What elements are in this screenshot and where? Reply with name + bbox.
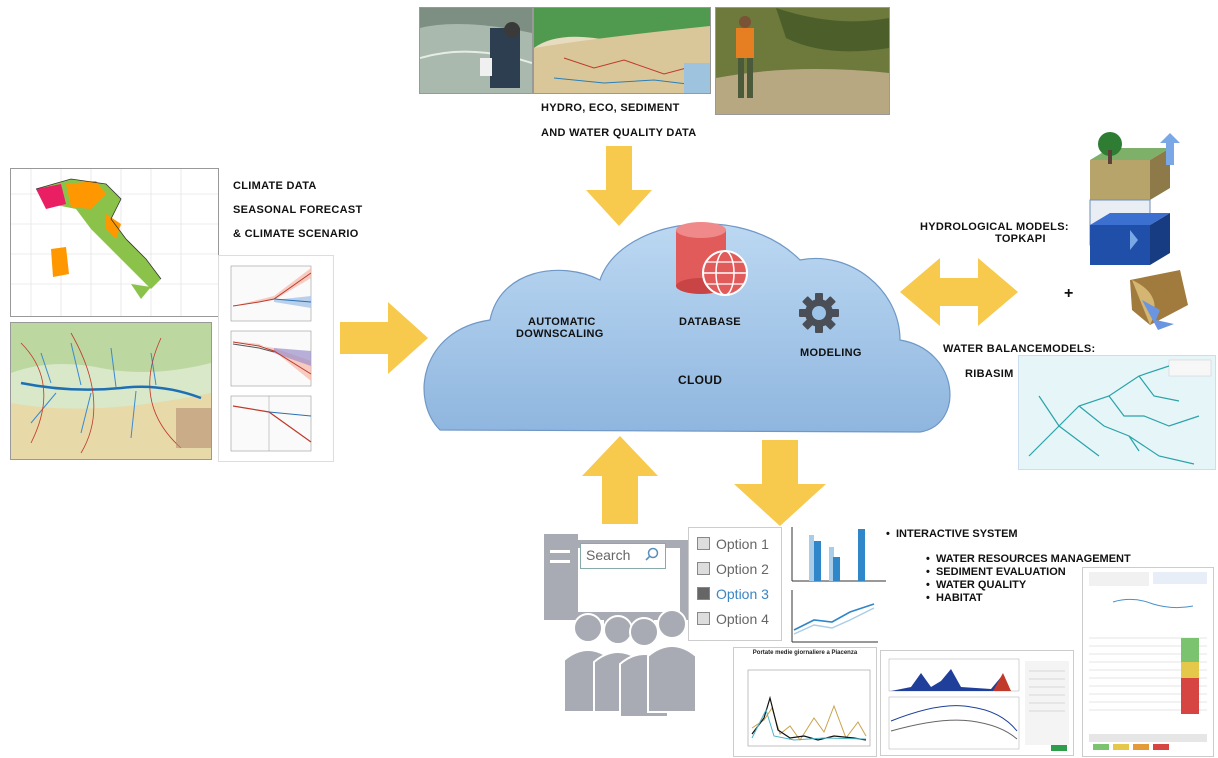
water-balance-label: WATER BALANCEMODELS:: [943, 343, 1096, 355]
interactive-item-3: • WATER QUALITY: [926, 579, 1027, 591]
cloud-modeling-label: MODELING: [800, 347, 862, 359]
piacenza-discharge-chart: Portate medie giornaliere a Piacenza: [733, 647, 877, 757]
search-placeholder: Search: [586, 547, 631, 563]
computer-users-icon: [544, 534, 697, 718]
climate-scenario-charts: [219, 256, 333, 461]
cloud-title: CLOUD: [678, 373, 723, 387]
options-panel: Option 1 Option 2 Option 3 Option 4: [688, 527, 782, 641]
interactive-item-1: • WATER RESOURCES MANAGEMENT: [926, 553, 1131, 565]
checkbox-icon[interactable]: [697, 537, 710, 550]
piacenza-chart-plot: [747, 669, 871, 747]
interactive-item-2-text: SEDIMENT EVALUATION: [935, 566, 1066, 578]
river-sampling-photo: [419, 7, 533, 94]
climate-label-line3: & CLIMATE SCENARIO: [233, 228, 359, 240]
report-document: [1083, 568, 1213, 756]
checkbox-icon[interactable]: [697, 612, 710, 625]
checkbox-icon[interactable]: [697, 562, 710, 575]
topkapi-label: TOPKAPI: [995, 233, 1046, 245]
field-worker-photo: [715, 7, 890, 115]
interactive-title: • INTERACTIVE SYSTEM: [886, 528, 1018, 540]
mini-bar-chart: [791, 527, 886, 582]
option-2[interactable]: Option 2: [697, 561, 769, 577]
po-basin-map: [10, 322, 212, 460]
search-box[interactable]: Search: [580, 543, 666, 569]
hydro-models-label: HYDROLOGICAL MODELS:: [920, 221, 1069, 233]
interactive-item-4: • HABITAT: [926, 592, 983, 604]
top-data-label-line2: AND WATER QUALITY DATA: [541, 127, 697, 139]
climate-chart-panel: [218, 255, 334, 462]
option-3[interactable]: Option 3: [697, 586, 769, 602]
interactive-item-1-text: WATER RESOURCES MANAGEMENT: [935, 553, 1131, 565]
interactive-item-3-text: WATER QUALITY: [935, 579, 1027, 591]
option-4-label: Option 4: [716, 611, 769, 627]
arrow-right-left: [340, 302, 428, 374]
checked-checkbox-icon[interactable]: [697, 587, 710, 600]
mini-line-chart: [791, 590, 878, 643]
arrow-up-bottom: [582, 436, 658, 524]
piacenza-chart-title: Portate medie giornaliere a Piacenza: [752, 650, 858, 656]
bar-2-shadow: [829, 547, 834, 581]
top-data-label-line1: HYDRO, ECO, SEDIMENT: [541, 102, 680, 114]
option-3-label: Option 3: [716, 586, 769, 602]
climate-label-line2: SEASONAL FORECAST: [233, 204, 363, 216]
bar-3: [833, 557, 840, 581]
interactive-item-2: • SEDIMENT EVALUATION: [926, 566, 1066, 578]
arrow-down-top: [586, 146, 652, 226]
bar-1-shadow: [809, 535, 814, 581]
bar-1: [814, 541, 821, 581]
italy-climate-map: [10, 168, 219, 317]
ribasim-label: RIBASIM: [965, 368, 1014, 380]
river-sampling-image: [420, 8, 532, 93]
hydrograph-plot: [881, 651, 1073, 755]
interactive-item-4-text: HABITAT: [935, 592, 983, 604]
option-4[interactable]: Option 4: [697, 611, 769, 627]
cloud-auto-line1: AUTOMATIC: [528, 316, 596, 328]
search-icon: [645, 547, 659, 566]
po-basin-map-image: [11, 323, 211, 459]
region-map-photo: [533, 7, 711, 94]
ribasim-network-map: [1018, 355, 1216, 470]
topkapi-model-icon: [1089, 132, 1188, 330]
cloud-auto-line2: DOWNSCALING: [516, 328, 604, 340]
region-map-image: [534, 8, 710, 93]
ribasim-network-image: [1019, 356, 1215, 469]
gear-icon: [799, 293, 839, 333]
option-1[interactable]: Option 1: [697, 536, 769, 552]
arrow-double-right: [900, 258, 1018, 326]
interactive-title-text: INTERACTIVE SYSTEM: [895, 528, 1018, 540]
plus-sign: +: [1064, 285, 1074, 302]
cloud-database-label: DATABASE: [679, 316, 741, 328]
arrow-down-bottom: [734, 440, 826, 526]
climate-label-line1: CLIMATE DATA: [233, 180, 317, 192]
field-worker-image: [716, 8, 889, 114]
italy-climate-map-image: [11, 169, 218, 316]
database-icon: [676, 222, 748, 296]
option-2-label: Option 2: [716, 561, 769, 577]
hydrograph-screenshot: [880, 650, 1074, 756]
report-screenshot: [1082, 567, 1214, 757]
option-1-label: Option 1: [716, 536, 769, 552]
bar-4: [858, 529, 865, 581]
